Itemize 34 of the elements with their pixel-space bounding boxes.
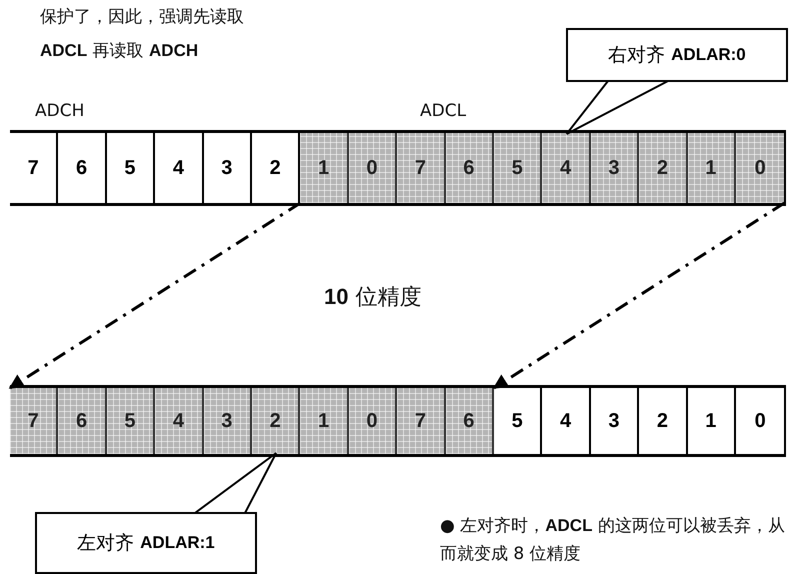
note-text: 保护了，因此，强调先读取 ADCL 再读取 ADCH — [40, 6, 245, 63]
bit-cell: 7 — [397, 388, 446, 454]
bit-cell: 3 — [204, 133, 252, 203]
bit-cell: 4 — [155, 388, 204, 454]
arrow — [492, 202, 786, 390]
bit-cell: 3 — [204, 388, 252, 454]
bit-cell: 0 — [348, 388, 398, 454]
register-bar — [10, 385, 786, 457]
bit-cell: 2 — [639, 133, 688, 203]
bit-cell: 6 — [446, 388, 494, 454]
bit-cell: 4 — [542, 133, 591, 203]
bit-cell: 7 — [10, 388, 58, 454]
register-label: ADCH — [35, 100, 86, 122]
bit-cell: 7 — [10, 133, 58, 203]
bit-cell: 1 — [688, 133, 736, 203]
bit-cell: 7 — [397, 133, 446, 203]
bit-cell: 5 — [494, 133, 542, 203]
bit-cell: 3 — [590, 133, 640, 203]
bit-cell: 6 — [58, 388, 107, 454]
bit-cell: 1 — [300, 388, 349, 454]
precision-label: 10 位精度 — [324, 286, 422, 309]
note-text: ● 左对齐时，ADCL 的这两位可以被丢弃，从而就变成 8 位精度 — [440, 515, 786, 566]
callout-box: 右对齐 ADLAR:0 — [566, 28, 788, 82]
callout-box: 左对齐 ADLAR:1 — [35, 512, 257, 574]
bit-cell: 2 — [252, 388, 300, 454]
bit-cell: 0 — [348, 133, 398, 203]
arrow — [8, 202, 302, 390]
bit-cell: 0 — [736, 133, 784, 203]
register-label: ADCL — [420, 100, 468, 122]
bit-cell: 5 — [106, 388, 156, 454]
bit-cell: 1 — [300, 133, 349, 203]
bit-cell: 1 — [688, 388, 736, 454]
register-bar — [10, 130, 786, 206]
bit-cell: 6 — [446, 133, 494, 203]
